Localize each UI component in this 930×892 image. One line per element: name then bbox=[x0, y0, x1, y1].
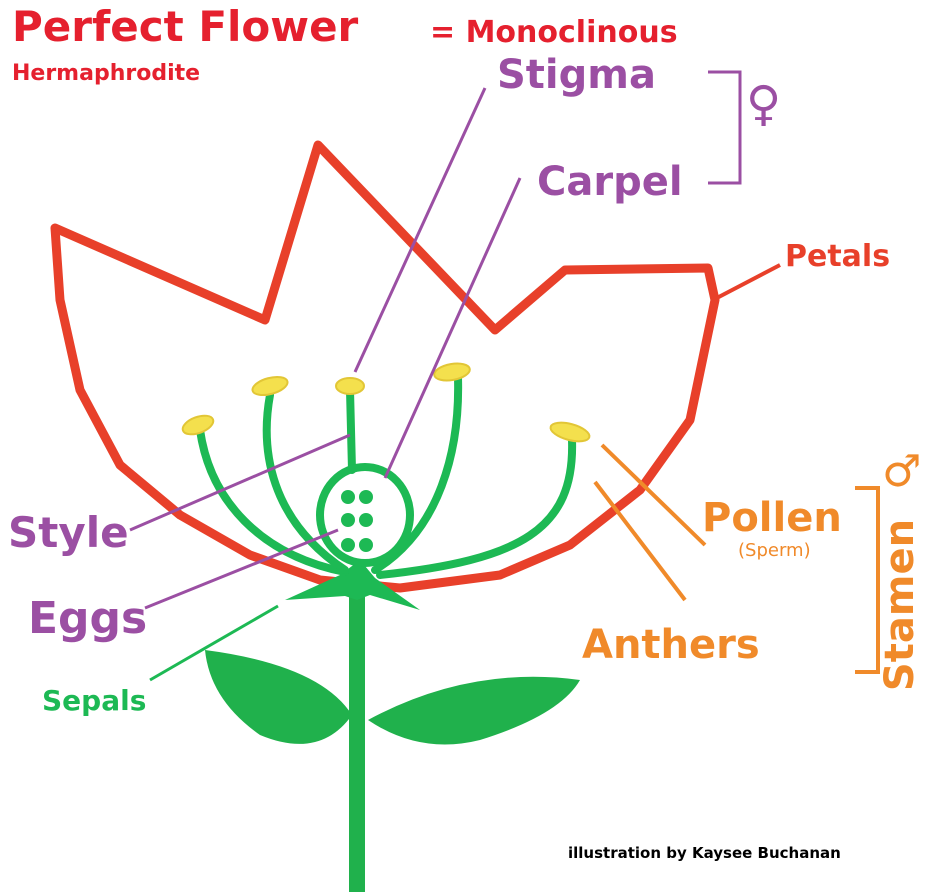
illustration-credit: illustration by Kaysee Buchanan bbox=[568, 846, 841, 861]
anther-5 bbox=[549, 419, 592, 445]
pollen-label: Pollen bbox=[702, 498, 842, 538]
egg bbox=[359, 490, 373, 504]
egg bbox=[341, 513, 355, 527]
stigma-leader bbox=[355, 88, 485, 372]
egg bbox=[341, 538, 355, 552]
petals-leader bbox=[713, 265, 780, 300]
anther-3 bbox=[336, 378, 364, 394]
anther-2 bbox=[251, 374, 290, 399]
carpel-label: Carpel bbox=[537, 162, 683, 202]
petals-label: Petals bbox=[785, 242, 890, 272]
style-label: Style bbox=[8, 512, 129, 554]
left-leaf bbox=[205, 650, 352, 744]
stamen-bracket bbox=[855, 488, 878, 672]
anther-1 bbox=[180, 412, 216, 438]
anthers-leader bbox=[595, 482, 685, 600]
egg bbox=[359, 513, 373, 527]
anther-4 bbox=[433, 361, 471, 383]
title-equals: = Monoclinous bbox=[430, 18, 678, 48]
stamen-label: Stamen bbox=[880, 519, 920, 691]
right-leaf bbox=[368, 677, 580, 745]
female-bracket bbox=[708, 72, 740, 183]
anthers-group bbox=[180, 361, 591, 445]
title-sub: Hermaphrodite bbox=[12, 63, 200, 85]
anthers-label: Anthers bbox=[582, 625, 760, 665]
eggs-group bbox=[341, 490, 373, 552]
egg bbox=[359, 538, 373, 552]
stigma-label: Stigma bbox=[497, 55, 656, 95]
stem bbox=[349, 575, 365, 892]
sepals-label: Sepals bbox=[42, 687, 146, 715]
male-symbol-icon: ♂ bbox=[882, 450, 921, 494]
eggs-label: Eggs bbox=[28, 597, 147, 641]
title-main: Perfect Flower bbox=[12, 6, 358, 48]
female-symbol-icon: ♀ bbox=[746, 80, 781, 128]
filament-3 bbox=[350, 390, 352, 470]
egg bbox=[341, 490, 355, 504]
pollen-leader bbox=[602, 445, 705, 545]
petals-outline bbox=[55, 145, 715, 588]
sperm-label: (Sperm) bbox=[738, 542, 811, 560]
